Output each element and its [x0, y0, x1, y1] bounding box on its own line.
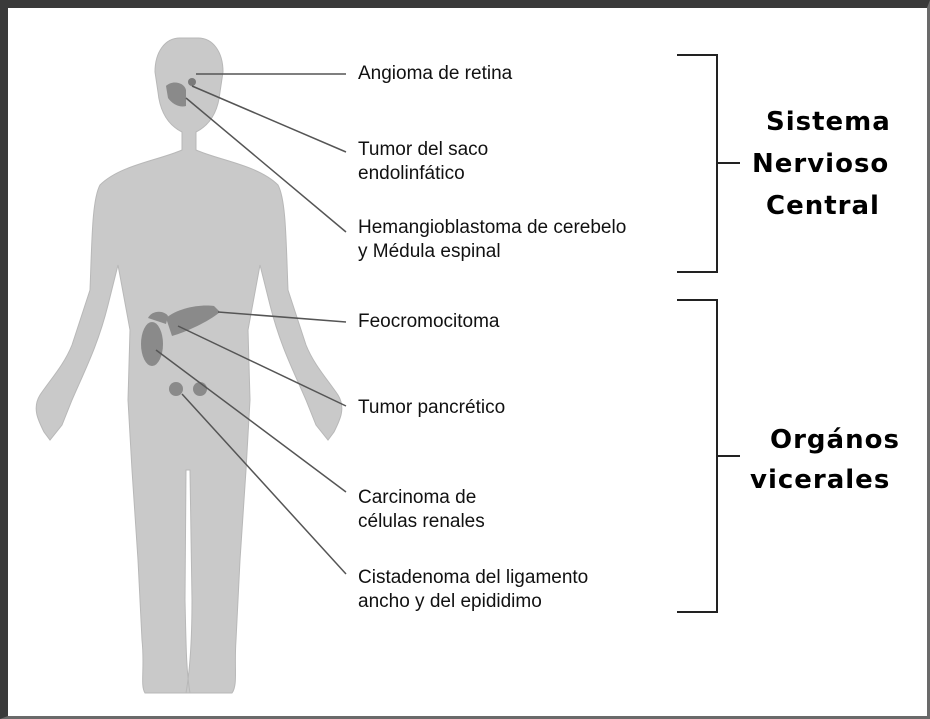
label-tumor-saco-line1: Tumor del saco — [358, 138, 488, 162]
label-tumor-saco-line2: endolinfático — [358, 162, 465, 186]
group-organos-line1: Orgános — [770, 420, 900, 460]
bracket-organos — [677, 300, 740, 612]
label-cistadenoma-line1: Cistadenoma del ligamento — [358, 566, 588, 590]
label-angioma-retina: Angioma de retina — [358, 62, 512, 86]
left-gonad — [169, 382, 183, 396]
label-hemangioblastoma-line2: y Médula espinal — [358, 240, 501, 264]
label-cistadenoma-line2: ancho y del epididimo — [358, 590, 542, 614]
brackets — [677, 55, 740, 612]
group-organos-line2: vicerales — [750, 460, 890, 500]
group-snc-line1: Sistema — [766, 102, 891, 142]
kidney-shape — [141, 322, 163, 366]
bracket-snc — [677, 55, 740, 272]
label-tumor-pancreatico: Tumor pancrético — [358, 396, 505, 420]
group-snc-line3: Central — [766, 186, 880, 226]
group-snc-line2: Nervioso — [752, 144, 889, 184]
label-hemangioblastoma-line1: Hemangioblastoma de cerebelo — [358, 216, 626, 240]
leader-saco — [192, 86, 346, 152]
right-gonad — [193, 382, 207, 396]
retina-spot — [188, 78, 196, 86]
label-carcinoma-line2: células renales — [358, 510, 485, 534]
body-silhouette — [36, 38, 342, 693]
label-feocromocitoma: Feocromocitoma — [358, 310, 500, 334]
label-carcinoma-line1: Carcinoma de — [358, 486, 476, 510]
